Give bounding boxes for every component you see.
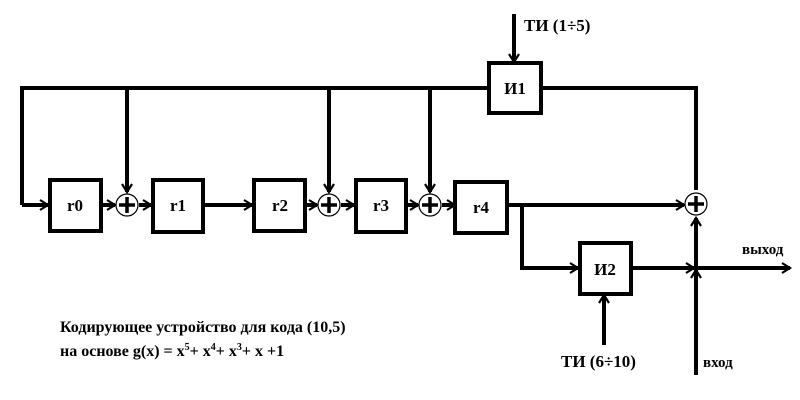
xor-output xyxy=(684,192,708,216)
input-label: вход xyxy=(703,355,733,371)
register-r4 xyxy=(453,180,509,235)
register-r3 xyxy=(354,178,408,234)
register-r0 xyxy=(48,178,103,233)
and1-output-wire xyxy=(541,86,698,190)
formula-prefix: на основе g(x) = x xyxy=(60,343,185,360)
exponent-3: 3 xyxy=(236,342,242,353)
feedback-bus xyxy=(20,86,489,205)
formula-tail: + x +1 xyxy=(241,343,285,360)
wire-r4-and2 xyxy=(520,205,578,270)
xor-3 xyxy=(418,193,442,217)
and-gate-2 xyxy=(578,241,633,296)
caption-line-2: на основе g(x) = x5+ x4+ x3+ x +1 xyxy=(60,338,346,362)
register-r4-label: r4 xyxy=(473,198,490,217)
formula-term-2: + x xyxy=(215,343,237,360)
register-r2-label: r2 xyxy=(272,196,288,215)
ti-bottom-label: ТИ (6÷10) xyxy=(561,352,636,371)
register-r3-label: r3 xyxy=(373,196,389,215)
register-r1-label: r1 xyxy=(170,196,186,215)
ti-top-label: ТИ (1÷5) xyxy=(524,16,590,35)
and-gate-2-label: И2 xyxy=(594,260,616,279)
xor-2 xyxy=(317,193,341,217)
xor-0 xyxy=(115,193,139,217)
formula-term-1: + x xyxy=(189,343,211,360)
register-r2 xyxy=(252,178,307,233)
register-r1 xyxy=(151,178,205,234)
output-label: выход xyxy=(742,242,784,258)
caption-line-1: Кодирующее устройство для кода (10,5) xyxy=(60,319,346,336)
caption: Кодирующее устройство для кода (10,5) на… xyxy=(60,318,346,362)
exponent-4: 4 xyxy=(210,342,216,353)
exponent-5: 5 xyxy=(184,342,190,353)
and-gate-1-label: И1 xyxy=(504,79,526,98)
and-gate-1 xyxy=(487,61,543,115)
register-r0-label: r0 xyxy=(67,196,83,215)
